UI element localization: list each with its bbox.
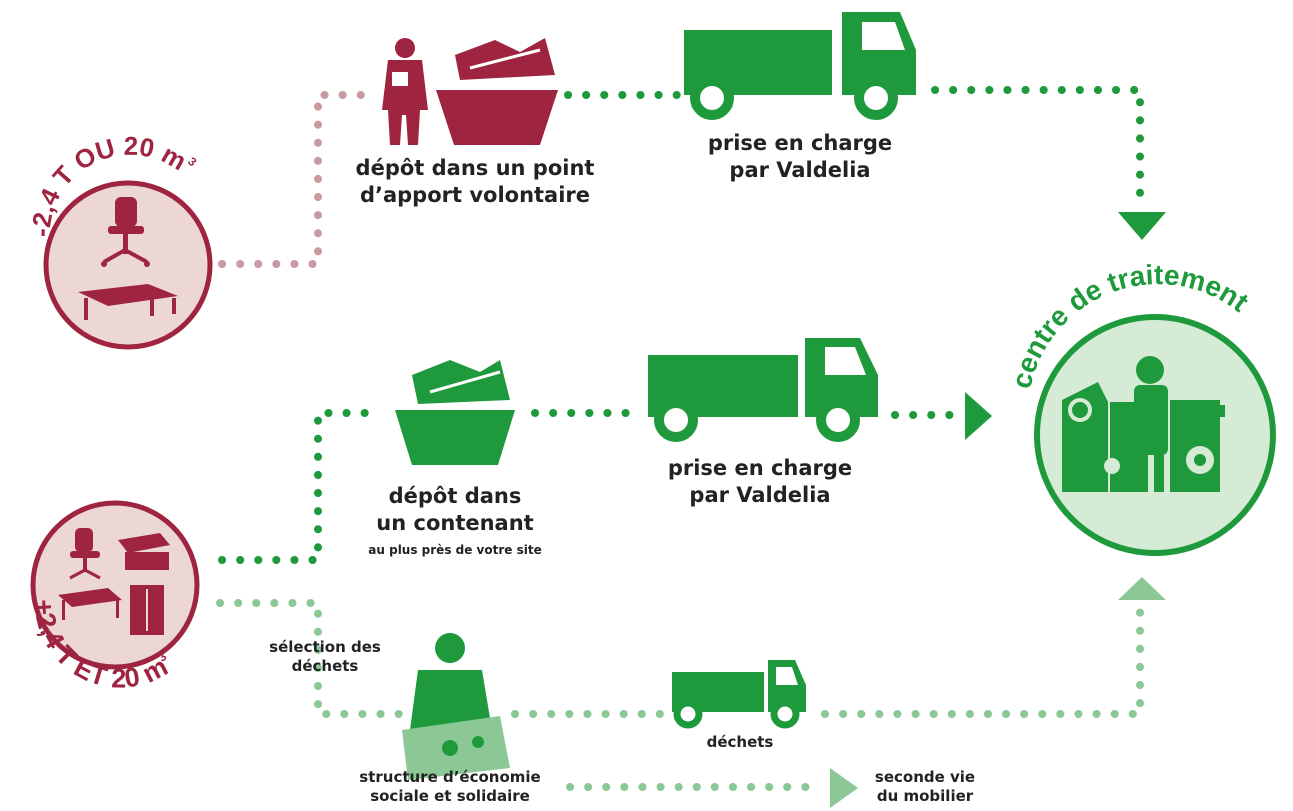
second-life-label: seconde vie du mobilier <box>860 768 990 806</box>
ess-label: structure d’économie sociale et solidair… <box>330 768 570 806</box>
pickup-top-line1: prise en charge <box>707 131 893 155</box>
person-icon <box>382 38 428 145</box>
skip-container-icon <box>436 38 558 145</box>
treatment-centre-badge: centre de traitement <box>1006 259 1276 556</box>
connector-truck-to-treatment-bottom <box>821 601 1144 718</box>
truck-icon <box>648 338 878 442</box>
pickup-middle-line1: prise en charge <box>667 456 853 480</box>
connector-large-to-selection <box>216 599 404 718</box>
office-chair-icon <box>101 197 150 267</box>
pickup-middle-label: prise en charge par Valdelia <box>640 455 880 509</box>
pickup-middle-line2: par Valdelia <box>689 482 831 507</box>
office-chair-icon <box>69 528 101 580</box>
ess-line1: structure d’économie <box>359 768 541 786</box>
desk-icon <box>58 588 122 620</box>
container-dropoff-label: dépôt dans un contenant <box>345 483 565 537</box>
large-volume-badge: +2,4 T ET 20 m3 <box>29 500 200 694</box>
waste-selection-label: sélection des déchets <box>245 638 405 676</box>
factory-worker-icon <box>1062 356 1225 492</box>
arrow-right-light-icon <box>830 768 858 808</box>
dotted-connectors <box>216 86 1144 791</box>
voluntary-dropoff-label: dépôt dans un point d’apport volontaire <box>330 155 620 209</box>
small-truck-icon <box>672 660 806 729</box>
container-dropoff-line1: dépôt dans <box>388 484 522 508</box>
arrow-right-icon <box>965 392 992 440</box>
counter-icon <box>118 533 170 570</box>
voluntary-dropoff-line2: d’apport volontaire <box>359 182 591 207</box>
second-life-line1: seconde vie <box>874 768 976 786</box>
desk-icon <box>78 284 178 320</box>
truck-icon <box>684 12 916 120</box>
container-dropoff-line2: un contenant <box>376 510 534 535</box>
skip-container-icon <box>395 360 515 465</box>
cabinet-icon <box>130 585 164 635</box>
connector-truck-to-treatment <box>931 86 1144 204</box>
small-volume-badge: -2,4 T OU 20 m3 <box>26 131 213 350</box>
waste-selection-line1: sélection des <box>269 638 381 656</box>
pickup-top-line2: par Valdelia <box>729 157 871 182</box>
repair-worker-icon <box>402 633 510 780</box>
arrow-up-icon <box>1118 577 1166 600</box>
arrow-down-icon <box>1118 212 1166 240</box>
connector-large-to-container <box>218 409 379 564</box>
gear-icon <box>1104 446 1214 474</box>
connector-small-to-dropoff <box>218 91 376 268</box>
waste-selection-line2: déchets <box>291 657 359 676</box>
container-dropoff-note: au plus près de votre site <box>368 543 542 557</box>
ess-line2: sociale et solidaire <box>370 787 530 806</box>
second-life-line2: du mobilier <box>876 787 974 806</box>
voluntary-dropoff-line1: dépôt dans un point <box>355 156 595 180</box>
waste-label: déchets <box>706 733 774 751</box>
pickup-top-label: prise en charge par Valdelia <box>680 130 920 184</box>
